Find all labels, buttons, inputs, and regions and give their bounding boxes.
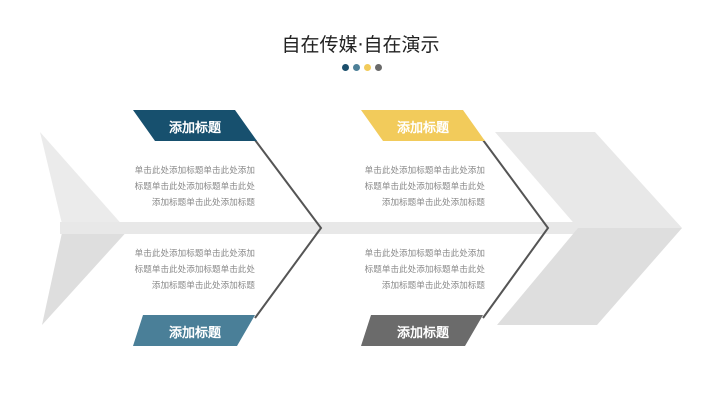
dots-decoration xyxy=(342,64,382,71)
text-line: 标题单击此处添加标题单击此处 xyxy=(364,182,485,192)
text-line: 单击此处添加标题单击此处添加 xyxy=(134,166,255,176)
branch-title-4[interactable]: 添加标题 xyxy=(396,326,449,341)
text-line: 标题单击此处添加标题单击此处 xyxy=(134,265,255,275)
text-line: 添加标题单击此处添加标题 xyxy=(151,281,255,291)
label-shape-2 xyxy=(133,315,255,346)
text-line: 添加标题单击此处添加标题 xyxy=(381,198,485,208)
bone-line-left xyxy=(254,139,323,319)
branch-text-4[interactable]: 单击此处添加标题单击此处添加 标题单击此处添加标题单击此处 添加标题单击此处添加… xyxy=(345,246,485,294)
branch-title-3[interactable]: 添加标题 xyxy=(396,121,449,136)
branch-text-2[interactable]: 单击此处添加标题单击此处添加 标题单击此处添加标题单击此处 添加标题单击此处添加… xyxy=(115,246,255,294)
page-title: 自在传媒·自在演示 xyxy=(281,34,440,56)
text-line: 标题单击此处添加标题单击此处 xyxy=(364,265,485,275)
bone-line-right xyxy=(482,139,550,319)
branch-title-2[interactable]: 添加标题 xyxy=(168,326,221,341)
text-line: 添加标题单击此处添加标题 xyxy=(381,281,485,291)
text-line: 单击此处添加标题单击此处添加 xyxy=(364,249,485,259)
tail-lower xyxy=(42,228,130,325)
label-shape-4 xyxy=(361,315,483,346)
branch-text-3[interactable]: 单击此处添加标题单击此处添加 标题单击此处添加标题单击此处 添加标题单击此处添加… xyxy=(345,163,485,211)
label-shape-1 xyxy=(133,110,257,141)
text-line: 单击此处添加标题单击此处添加 xyxy=(364,166,485,176)
head-upper xyxy=(495,132,682,228)
text-line: 添加标题单击此处添加标题 xyxy=(151,198,255,208)
label-shape-3 xyxy=(361,110,485,141)
head-lower xyxy=(497,228,682,325)
dot xyxy=(342,64,349,71)
branch-title-1[interactable]: 添加标题 xyxy=(168,121,221,136)
branch-text-1[interactable]: 单击此处添加标题单击此处添加 标题单击此处添加标题单击此处 添加标题单击此处添加… xyxy=(115,163,255,211)
text-line: 标题单击此处添加标题单击此处 xyxy=(134,182,255,192)
dot xyxy=(353,64,360,71)
dot xyxy=(375,64,382,71)
tail-upper xyxy=(40,132,125,228)
dot xyxy=(364,64,371,71)
text-line: 单击此处添加标题单击此处添加 xyxy=(134,249,255,259)
